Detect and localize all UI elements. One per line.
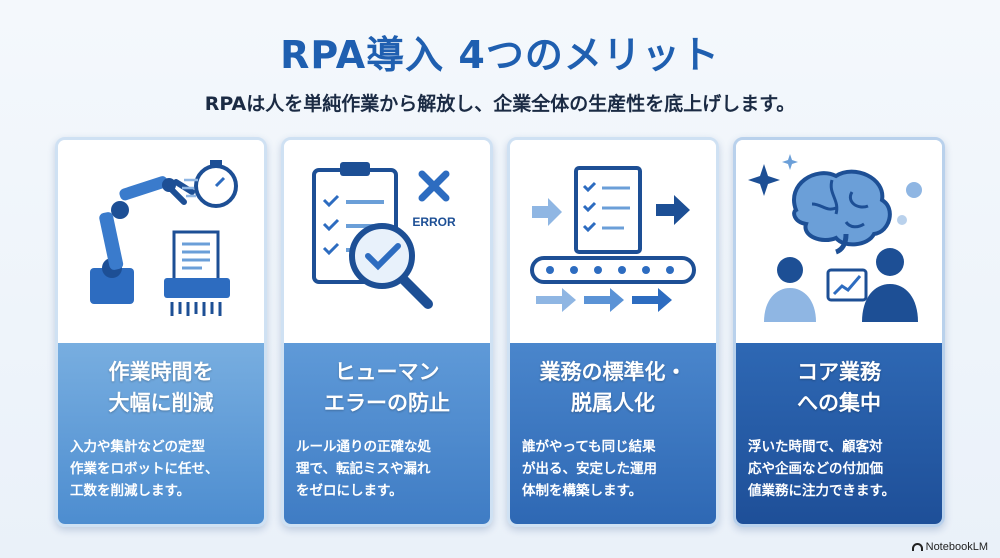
card-heading: 業務の標準化・ 脱属人化 (539, 360, 687, 415)
card-heading: コア業務 への集中 (797, 360, 881, 415)
conveyor-checklist-arrows-icon (510, 140, 716, 343)
card-heading: 作業時間を 大幅に削減 (108, 360, 214, 415)
checklist-magnifier-error-icon: ERROR (284, 140, 490, 343)
benefit-card-time-reduction: 作業時間を 大幅に削減 入力や集計などの定型 作業をロボットに任せ、 工数を削減… (55, 137, 267, 527)
error-label: ERROR (412, 215, 456, 229)
card-heading: ヒューマン エラーの防止 (324, 360, 450, 415)
benefit-card-standardization: 業務の標準化・ 脱属人化 誰がやっても同じ結果 が出る、安定した運用 体制を構築… (507, 137, 719, 527)
card-body: ヒューマン エラーの防止 ルール通りの正確な処 理で、転記ミスや漏れ をゼロにし… (284, 343, 490, 524)
brain-people-chart-icon (736, 140, 942, 343)
card-description: 入力や集計などの定型 作業をロボットに任せ、 工数を削減します。 (70, 439, 219, 499)
page-subtitle: RPAは人を単純作業から解放し、企業全体の生産性を底上げします。 (204, 93, 796, 115)
card-description: ルール通りの正確な処 理で、転記ミスや漏れ をゼロにします。 (296, 439, 431, 499)
benefit-cards: 作業時間を 大幅に削減 入力や集計などの定型 作業をロボットに任せ、 工数を削減… (55, 137, 945, 527)
card-body: コア業務 への集中 浮いた時間で、顧客対 応や企画などの付加価 値業務に注力でき… (736, 343, 942, 524)
notebooklm-icon (911, 543, 923, 552)
benefit-card-core-focus: コア業務 への集中 浮いた時間で、顧客対 応や企画などの付加価 値業務に注力でき… (733, 137, 945, 527)
page-title: RPA導入 4つのメリット (280, 33, 720, 77)
card-body: 業務の標準化・ 脱属人化 誰がやっても同じ結果 が出る、安定した運用 体制を構築… (510, 343, 716, 524)
card-body: 作業時間を 大幅に削減 入力や集計などの定型 作業をロボットに任せ、 工数を削減… (58, 343, 264, 524)
card-description: 浮いた時間で、顧客対 応や企画などの付加価 値業務に注力できます。 (748, 439, 896, 499)
brand-label: NotebookLM (911, 541, 988, 553)
benefit-card-error-prevention: ERROR ヒューマン エラーの防止 ルール通りの正確な処 理で、転記ミスや漏れ… (281, 137, 493, 527)
card-description: 誰がやっても同じ結果 が出る、安定した運用 体制を構築します。 (522, 439, 657, 499)
robot-arm-stopwatch-shredder-icon (58, 140, 264, 343)
